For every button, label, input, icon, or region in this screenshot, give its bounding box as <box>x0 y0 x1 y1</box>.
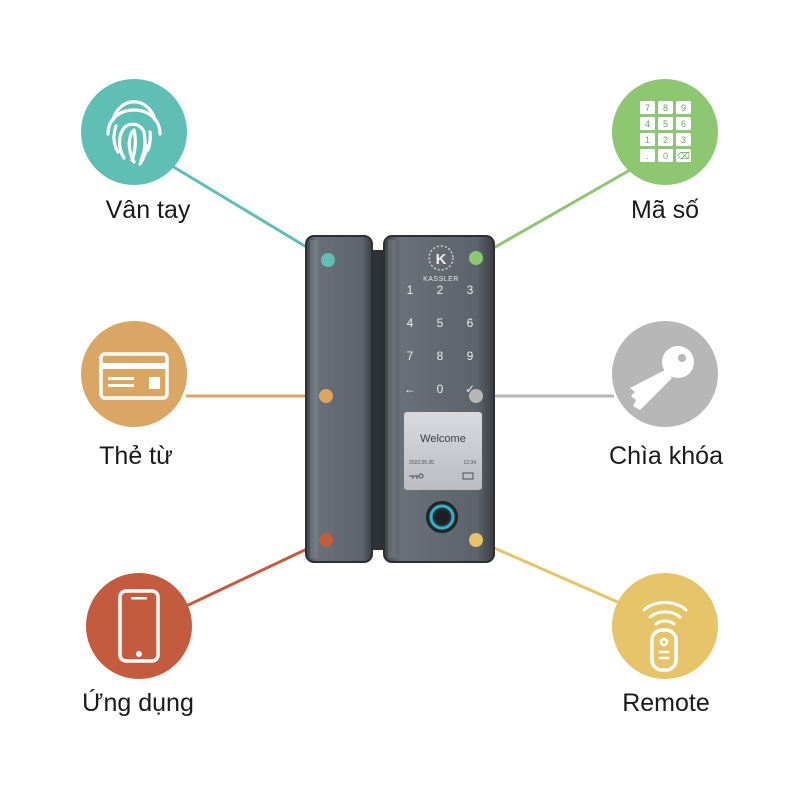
keypad-icon-key-label: 3 <box>681 135 686 145</box>
brand-logo-letter: K <box>436 251 447 268</box>
lock-key: 3 <box>467 283 474 297</box>
label-app: Ứng dụng <box>82 689 194 717</box>
keypad-icon-key <box>676 133 691 146</box>
keypad-icon-key <box>640 149 655 162</box>
keypad-icon-key-label: 5 <box>663 119 668 129</box>
lock-key: ← <box>404 382 416 396</box>
dot-app <box>319 533 333 547</box>
feature-remote <box>612 573 718 679</box>
keypad-icon-key-label: 1 <box>645 135 650 145</box>
lock-key: 1 <box>407 283 414 297</box>
lock-keypad: 1 2 3 4 5 6 7 8 9 ← 0 ✓ <box>404 283 475 396</box>
fingerprint-icon <box>106 100 162 166</box>
keypad-icon-key-label: . <box>646 151 649 161</box>
dot-passcode <box>469 251 483 265</box>
keypad-icon-key <box>640 133 655 146</box>
keypad-icon-key-label: 6 <box>681 119 686 129</box>
brand-logo <box>428 245 454 271</box>
keypad-icon-key <box>676 101 691 114</box>
keypad-icon-key <box>658 117 673 130</box>
lock-key: 5 <box>437 316 444 330</box>
keypad-icon-key-label: 2 <box>663 135 668 145</box>
keypad-icon-key-label: 8 <box>663 103 668 113</box>
keypad-icon-key-label: 7 <box>645 103 650 113</box>
lock-right-body: K KASSLER 1 2 3 4 5 6 7 8 9 ← 0 ✓ Welcome 2022.05.3… <box>383 235 495 563</box>
keypad-icon-key <box>640 117 655 130</box>
feature-app <box>86 573 192 679</box>
keypad-icon-key-label: ⌫ <box>676 151 690 161</box>
keypad-icon-key <box>676 117 691 130</box>
label-passcode: Mã số <box>630 196 700 224</box>
screen-battery-icon <box>462 472 474 480</box>
card-icon <box>99 352 169 400</box>
screen-date: 2022.05.30 <box>409 460 434 466</box>
keypad-icon-key-label: 9 <box>681 103 686 113</box>
dot-fingerprint <box>321 253 335 267</box>
keypad-icon-key-label: 4 <box>645 119 650 129</box>
lock-key: 6 <box>467 316 474 330</box>
screen-info: 12:34 <box>463 460 476 466</box>
connector-lines <box>171 164 631 610</box>
feature-passcode: 7 8 9 4 5 6 1 2 3. 0 ⌫ <box>612 79 718 185</box>
remote-icon <box>642 601 688 672</box>
key-icon <box>630 346 694 410</box>
connector-remote <box>475 538 623 606</box>
keypad-icon: 7 8 9 4 5 6 1 2 3. 0 ⌫ <box>640 101 691 162</box>
lock-screen <box>404 412 482 490</box>
screen-welcome: Welcome <box>420 433 466 445</box>
lock-key: 8 <box>437 349 444 363</box>
connection-dots <box>319 251 483 547</box>
screen-key-icon <box>409 475 419 479</box>
brand-name: KASSLER <box>423 276 459 283</box>
label-card: Thẻ từ <box>99 442 173 470</box>
dot-key <box>469 389 483 403</box>
connector-passcode <box>475 168 631 260</box>
lock-key: 9 <box>467 349 474 363</box>
smartphone-icon <box>118 589 160 663</box>
dot-card <box>319 389 333 403</box>
keypad-icon-key <box>658 149 673 162</box>
lock-key: 4 <box>407 316 414 330</box>
lock-key: 2 <box>437 283 444 297</box>
dot-remote <box>469 533 483 547</box>
keypad-icon-key <box>658 133 673 146</box>
label-key: Chìa khóa <box>609 442 723 470</box>
connector-app <box>181 538 327 610</box>
lock-left-body <box>305 235 386 563</box>
feature-key <box>612 321 718 427</box>
label-remote: Remote <box>622 689 710 717</box>
feature-fingerprint <box>81 79 187 185</box>
label-fingerprint: Vân tay <box>105 196 191 224</box>
connector-fingerprint <box>171 164 329 262</box>
keypad-icon-key <box>676 149 691 162</box>
keypad-icon-key <box>640 101 655 114</box>
lock-key: ✓ <box>465 382 475 396</box>
keypad-icon-key-label: 0 <box>663 151 668 161</box>
lock-key: 0 <box>437 382 444 396</box>
feature-card <box>81 321 187 427</box>
keypad-icon-key <box>658 101 673 114</box>
lock-key: 7 <box>407 349 414 363</box>
